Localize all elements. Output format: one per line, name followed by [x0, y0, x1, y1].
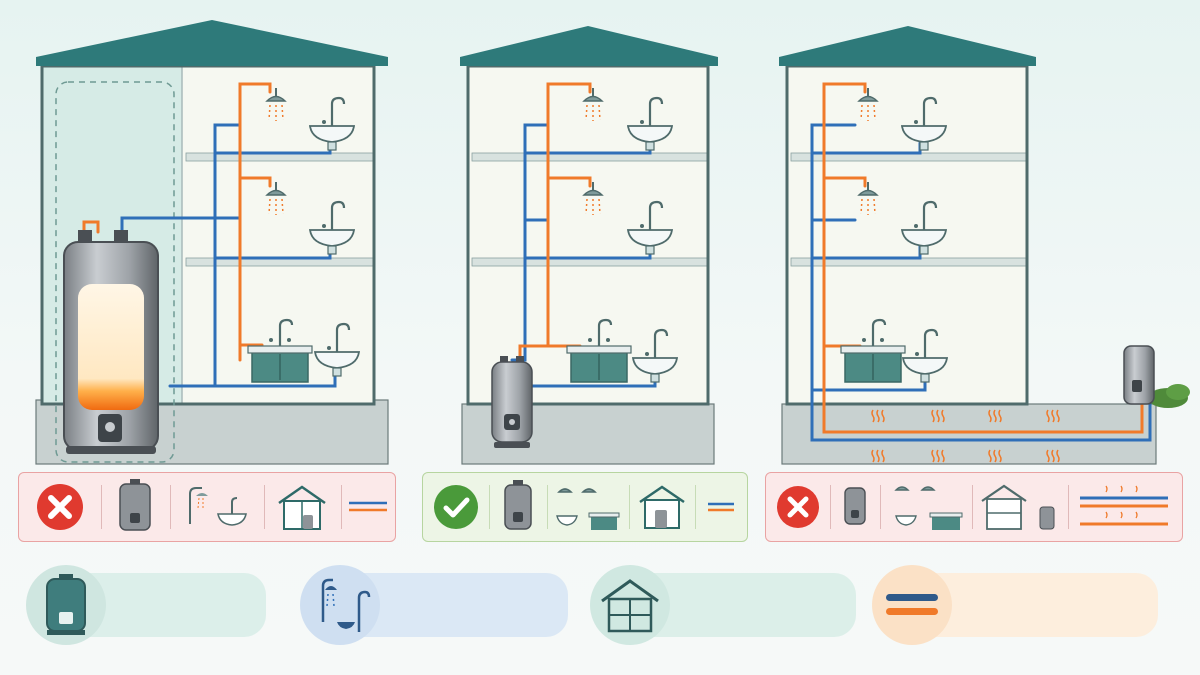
small-water-heater-icon: [491, 356, 533, 449]
pipes-icon: [872, 565, 952, 645]
building-3-outdoor-tank: [779, 26, 1190, 465]
legend-water-heater: [26, 565, 286, 645]
large-water-heater-icon: [63, 230, 159, 454]
fixtures-icon: [547, 473, 629, 541]
pipes-icon: [341, 473, 395, 541]
pipes-icon: [1068, 473, 1180, 541]
pipes-icon: [695, 473, 747, 541]
fixtures-icon: [300, 565, 380, 645]
legend-bar: [912, 573, 1158, 637]
legend-pipes: [872, 565, 1162, 645]
house-icon: [972, 473, 1068, 541]
verdict-incorrect-icon: [19, 473, 101, 541]
legend-fixtures: [300, 565, 572, 645]
water-heater-icon: [830, 473, 880, 541]
legend-house: [590, 565, 858, 645]
house-icon: [263, 473, 342, 541]
verdict-panel-2: [422, 472, 748, 542]
fixtures-icon: [170, 473, 264, 541]
building-1-large-tank: [35, 20, 389, 465]
water-heater-icon: [489, 473, 547, 541]
verdict-panel-1: [18, 472, 396, 542]
house-icon: [590, 565, 670, 645]
fixtures-icon: [880, 473, 972, 541]
building-2-small-tank: [460, 26, 718, 465]
water-heater-icon: [26, 565, 106, 645]
building-diagrams: [35, 20, 1190, 465]
verdict-correct-icon: [423, 473, 489, 541]
verdict-incorrect-icon: [766, 473, 830, 541]
outdoor-water-heater-icon: [1123, 345, 1190, 408]
water-heater-icon: [100, 473, 171, 541]
verdict-panel-3: [765, 472, 1183, 542]
house-icon: [629, 473, 695, 541]
